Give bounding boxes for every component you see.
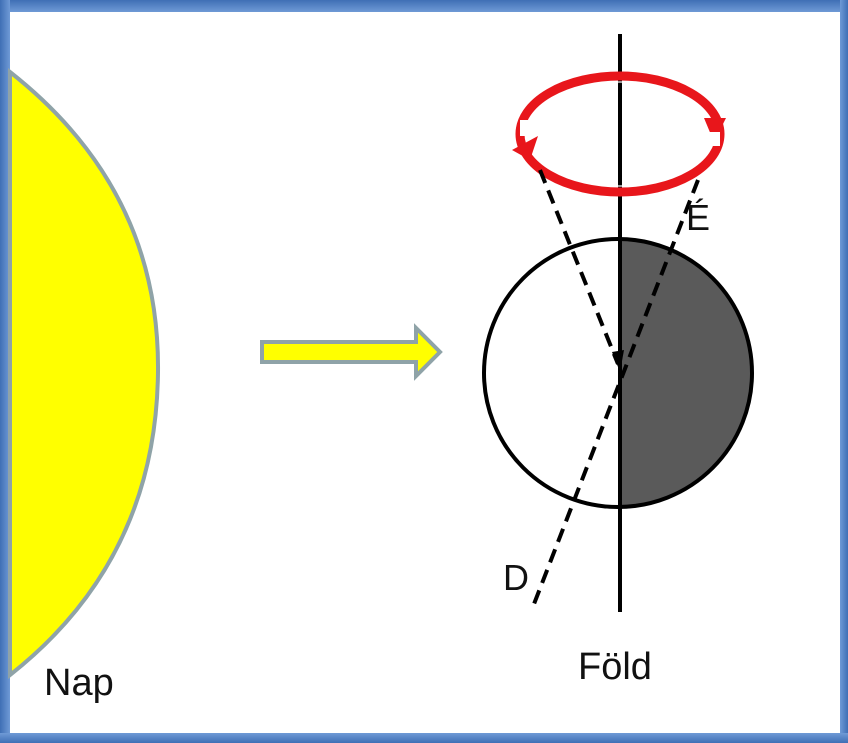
frame-border-top <box>0 0 848 12</box>
cone-tip-arrow <box>612 350 624 372</box>
frame-border-left <box>0 0 10 743</box>
earth-night-half <box>618 239 752 507</box>
tilted-axis-line <box>532 179 700 605</box>
sun-shape <box>8 67 161 680</box>
frame-border-bottom <box>0 733 848 743</box>
sunlight-arrow <box>260 323 443 381</box>
rotation-ring-icon <box>512 71 726 197</box>
north-pole-label: É <box>686 197 711 238</box>
frame-border-right <box>840 0 848 743</box>
earth-label: Föld <box>578 646 652 688</box>
sun-label: Nap <box>44 662 114 704</box>
south-pole-label: D <box>503 557 529 598</box>
precession-cone-line <box>538 169 620 365</box>
